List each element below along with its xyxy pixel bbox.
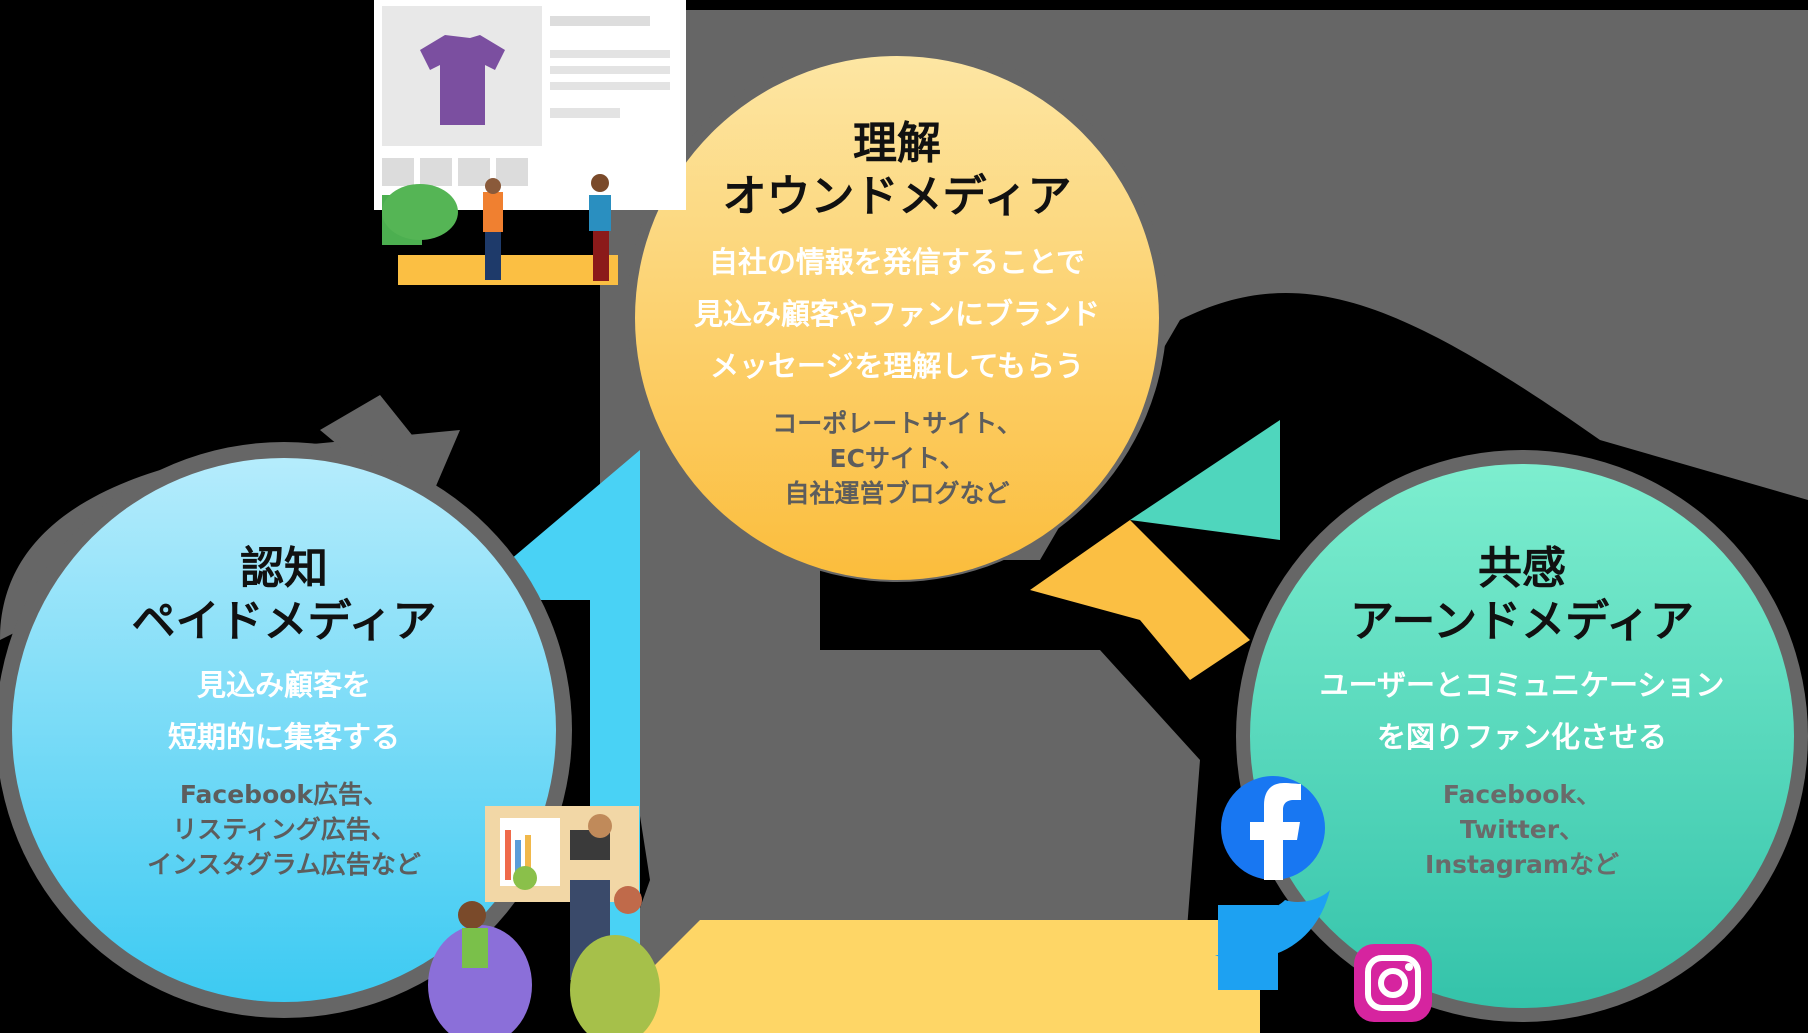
earned-subtitle: アーンドメディア (1349, 595, 1695, 647)
owned-media-list: コーポレートサイト、 ECサイト、 自社運営ブログなど (772, 408, 1022, 508)
owned-description: 自社の情報を発信することで 見込み顧客やファンにブランド メッセージを理解しても… (693, 244, 1100, 383)
gray-arrow-top-left (320, 395, 440, 480)
instagram-icon (1354, 944, 1432, 1022)
teal-arrow (1130, 420, 1280, 540)
paid-description: 見込み顧客を 短期的に集客する (167, 667, 400, 754)
orange-arrow (1030, 520, 1250, 680)
tshirt-product-page-illustration (374, 0, 686, 285)
yellow-bottom-band (640, 920, 1260, 1033)
paid-media-list: Facebook広告、 リスティング広告、 インスタグラム広告など (147, 779, 421, 879)
earned-description: ユーザーとコミュニケーション を図りファン化させる (1319, 667, 1725, 754)
paid-media-text: 認知 ペイドメディア 見込み顧客を 短期的に集客する Facebook広告、 リ… (34, 543, 534, 882)
owned-subtitle: オウンドメディア (722, 170, 1072, 222)
paid-subtitle: ペイドメディア (131, 595, 437, 647)
meeting-presentation-illustration (428, 806, 660, 1033)
earned-media-text: 共感 アーンドメディア ユーザーとコミュニケーション を図りファン化させる Fa… (1272, 543, 1772, 882)
paid-title: 認知 (240, 543, 328, 594)
paid-circle-fill (12, 458, 556, 1002)
earned-media-list: Facebook、 Twitter、 Instagramなど (1425, 779, 1619, 879)
facebook-icon (1221, 776, 1325, 880)
twitter-icon (1215, 890, 1330, 990)
earned-circle-fill (1250, 464, 1794, 1008)
earned-title: 共感 (1478, 543, 1566, 594)
owned-title: 理解 (853, 118, 941, 169)
owned-media-text: 理解 オウンドメディア 自社の情報を発信することで 見込み顧客やファンにブランド… (647, 118, 1147, 511)
owned-circle-fill (635, 56, 1159, 580)
